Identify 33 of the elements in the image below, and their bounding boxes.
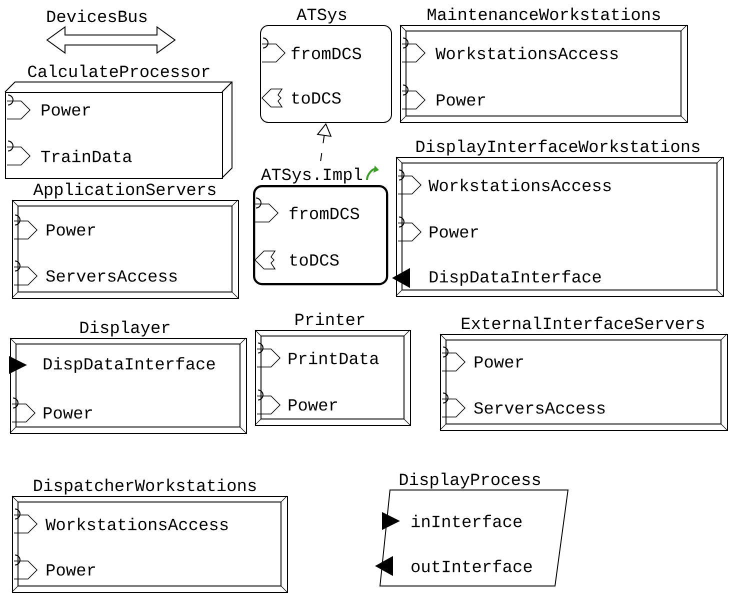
- port: ServersAccess: [442, 392, 605, 418]
- port: WorkstationsAccess: [14, 508, 228, 534]
- port: Power: [12, 398, 92, 422]
- port: ServersAccess: [14, 260, 177, 286]
- port: WorkstationsAccess: [402, 38, 618, 62]
- port: Power: [442, 346, 523, 372]
- component-name: ATSys: [296, 8, 346, 24]
- port: Power: [398, 216, 478, 242]
- port: Power: [402, 84, 485, 110]
- port: WorkstationsAccess: [398, 170, 611, 194]
- component-name: Displayer: [80, 320, 170, 337]
- component-name: CalculateProcessor: [28, 64, 210, 78]
- port: inInterface: [382, 512, 522, 530]
- port: DispDataInterface: [9, 356, 215, 374]
- port: toDCS: [254, 250, 339, 270]
- port: outInterface: [375, 556, 532, 576]
- component-name: DisplayProcess: [400, 472, 540, 489]
- port: Power: [14, 214, 95, 240]
- port: toDCS: [261, 88, 341, 108]
- component-name: Printer: [296, 312, 364, 326]
- component-name: ExternalInterfaceServers: [462, 316, 704, 330]
- port: Power: [256, 390, 337, 414]
- component-name: ATSys.Impl: [261, 168, 362, 184]
- port: fromDCS: [254, 198, 360, 222]
- component-name: DisplayInterfaceWorkstations: [416, 140, 700, 156]
- component-name: DispatcherWorkstations: [34, 478, 256, 495]
- port: PrintData: [256, 342, 379, 368]
- port: DispDataInterface: [392, 268, 601, 288]
- port: fromDCS: [262, 38, 362, 62]
- component-name: MaintenanceWorkstations: [428, 8, 660, 20]
- port: Power: [14, 554, 95, 580]
- component-name: ApplicationServers: [33, 182, 216, 199]
- component-name: DevicesBus: [47, 10, 147, 22]
